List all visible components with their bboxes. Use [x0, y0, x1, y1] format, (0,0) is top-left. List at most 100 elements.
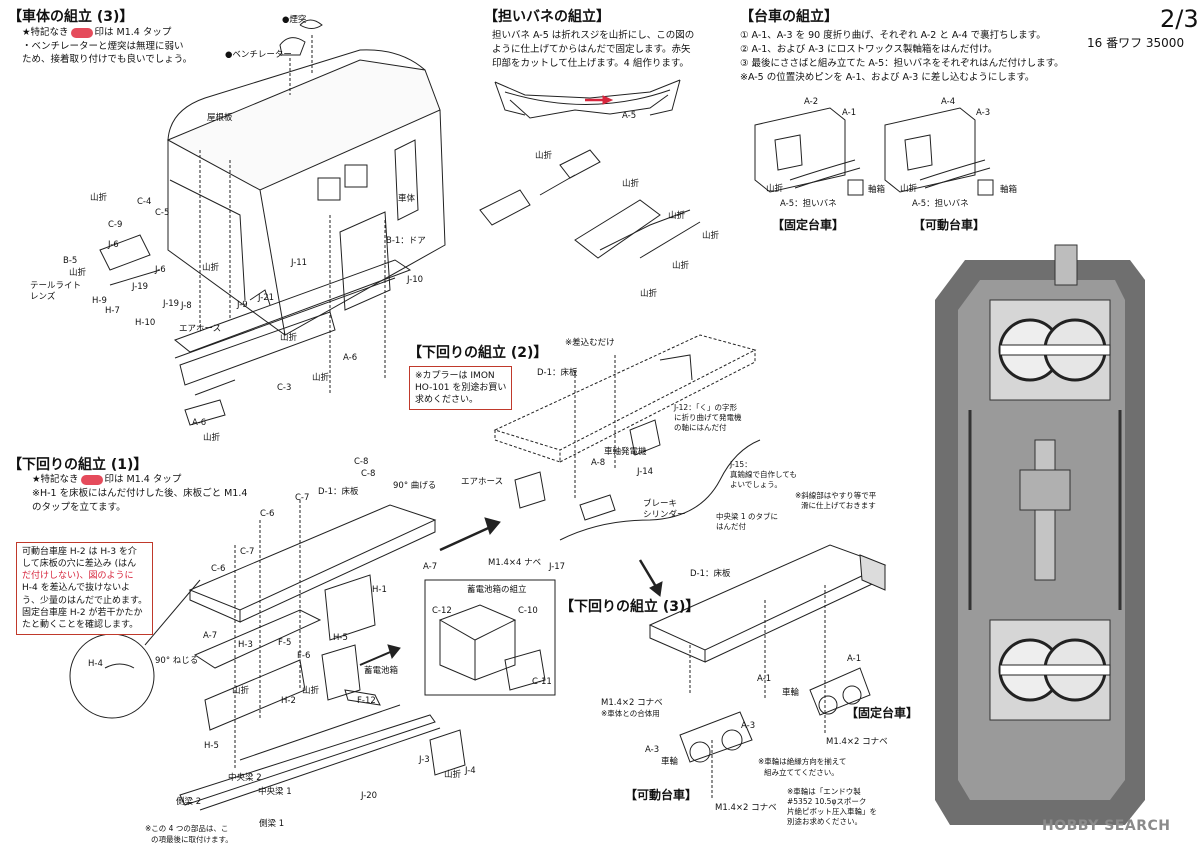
spring-note-2: ように仕上げてからはんだで固定します。赤矢	[492, 44, 691, 55]
label-yama-4: 山折	[280, 333, 298, 343]
label-j14: J-14	[637, 467, 654, 477]
label-j21: J-21	[258, 293, 275, 303]
label-j11: J-11	[291, 258, 308, 268]
label-axle-generator: 車軸発電機	[604, 447, 647, 457]
label-chimney: ●煙突	[282, 15, 307, 25]
label-uf1-yama-1: 山折	[232, 686, 250, 696]
label-j19-a: J-19	[132, 282, 149, 292]
bogie-step-1: ① A-1、A-3 を 90 度折り曲げ、それぞれ A-2 と A-4 で裏打ち…	[740, 30, 1046, 41]
label-center-tab-2: はんだ付	[716, 522, 746, 531]
label-c7-b: C-7	[240, 547, 255, 557]
battery-box-frame	[424, 579, 556, 696]
label-h3: H-3	[238, 640, 253, 650]
label-spring-yama-4: 山折	[702, 231, 720, 241]
label-j4: J-4	[465, 766, 476, 776]
label-c6-b: C-6	[211, 564, 226, 574]
label-c6-a: C-6	[260, 509, 275, 519]
label-j6-b: J-6	[155, 265, 166, 275]
body-assembly-note-1: ★特記なき印は M1.4 タップ	[22, 27, 172, 38]
label-air-hose: エアホース	[179, 324, 222, 334]
spring-assembly-title: 【担いバネの組立】	[484, 9, 610, 25]
label-bogie-yama-r: 山折	[900, 184, 918, 194]
label-j10: J-10	[407, 275, 424, 285]
label-wheel-b: 車輪	[661, 757, 679, 767]
page-number: 2/3	[1160, 5, 1199, 33]
uf1-footnote-2: の項最後に取付けます。	[151, 835, 233, 844]
label-c4: C-4	[137, 197, 152, 207]
label-twist-90: 90° ねじる	[155, 656, 199, 666]
label-hatch-2: 滑に仕上げておきます	[801, 501, 876, 510]
label-c8-b: C-8	[361, 469, 376, 479]
label-c7-a: C-7	[295, 493, 310, 503]
underside-photo	[930, 240, 1180, 825]
label-center-beam-2: 中央梁 2	[228, 773, 262, 783]
label-axlebox-r: 軸箱	[1000, 185, 1018, 195]
label-j3: J-3	[419, 755, 430, 765]
wheel-source-2: #5352 10.5φスポーク	[787, 797, 867, 806]
label-yama-2: 山折	[69, 268, 87, 278]
label-c5: C-5	[155, 208, 170, 218]
battery-box-title: 蓄電池箱の組立	[467, 585, 527, 595]
label-a6-b: A-6	[192, 418, 207, 428]
label-j6-a: J-6	[108, 240, 119, 250]
label-yama-3: 山折	[202, 263, 220, 273]
label-spring-yama-6: 山折	[640, 289, 658, 299]
label-uf3-a1-a: A-1	[847, 654, 862, 664]
label-side-beam-1: 側梁 1	[259, 819, 285, 829]
underframe1-note-2: ※H-1 を床板にはんだ付けした後、床板ごと M1.4	[32, 488, 248, 499]
label-screw-fixed: M1.4×2 コナベ	[826, 737, 888, 747]
label-c8-a: C-8	[354, 457, 369, 467]
model-name: 16 番ワフ 35000	[1087, 36, 1185, 50]
label-c12: C-12	[432, 606, 452, 616]
underframe3-title: 【下回りの組立 (3)】	[560, 599, 700, 615]
bogie-step-2: ② A-1、および A-3 にロストワックス製軸箱をはんだ付け。	[740, 44, 998, 55]
underframe2-title: 【下回りの組立 (2)】	[408, 345, 548, 361]
label-a7-b: A-7	[203, 631, 218, 641]
label-spring-yama-2: 山折	[622, 179, 640, 189]
label-a7-a: A-7	[423, 562, 438, 572]
label-lens: レンズ	[30, 292, 56, 302]
label-j15-3: よいでしょう。	[730, 480, 782, 489]
label-a5-right: A-5：担いバネ	[912, 199, 969, 209]
wheel-note-1: ※車輪は絶縁方向を揃えて	[758, 757, 847, 766]
label-c10: C-10	[518, 606, 538, 616]
movable-bogie-caption: 【可動台車】	[913, 218, 986, 232]
label-a5-left: A-5：担いバネ	[780, 199, 837, 209]
label-j8: J-8	[181, 301, 192, 311]
label-door: B-1：ドア	[386, 236, 426, 246]
label-hatch-1: ※斜線部はやすり等で平	[795, 491, 877, 500]
label-center-tab-1: 中央梁 1 のタブに	[716, 512, 779, 521]
label-a3: A-3	[976, 108, 991, 118]
label-c11: C-11	[532, 677, 552, 687]
uf3-fixed-bogie-caption: 【固定台車】	[846, 706, 919, 720]
label-a6-a: A-6	[343, 353, 358, 363]
bogie-step-4: ※A-5 の位置決めピンを A-1、および A-3 に差し込むようにします。	[740, 72, 1035, 83]
label-tail-light: テールライト	[30, 281, 82, 291]
label-f5: F-5	[278, 638, 292, 648]
wheel-note-2: 組み立ててください。	[764, 768, 839, 777]
spring-note-3: 印部をカットして仕上げます。4 組作ります。	[492, 58, 689, 69]
label-j15-1: J-15：	[730, 460, 752, 469]
label-b5: B-5	[63, 256, 78, 266]
label-a8: A-8	[591, 458, 606, 468]
label-a1: A-1	[842, 108, 857, 118]
wheel-source-3: 片絶ピボット圧入車輪」を	[787, 807, 877, 816]
label-a2: A-2	[804, 97, 819, 107]
label-h5-b: H-5	[204, 741, 219, 751]
body-assembly-title: 【車体の組立 (3)】	[8, 9, 134, 25]
bogie-seat-callout: 可動台車座 H-2 は H-3 を介 して床板の穴に差込み (はん だ付けしない…	[16, 542, 154, 635]
label-uf1-yama-3: 山折	[444, 770, 462, 780]
label-a4: A-4	[941, 97, 956, 107]
body-assembly-note-2: ・ベンチレーターと煙突は無理に弱い	[22, 41, 184, 52]
wheel-source-1: ※車輪は「エンドウ製	[787, 787, 861, 796]
underframe1-note-3: のタップを立てます。	[32, 502, 126, 513]
label-bogie-yama-l: 山折	[766, 184, 784, 194]
label-j12-2: に折り曲げて発電機	[674, 413, 742, 422]
label-bend-90: 90° 曲げる	[393, 481, 437, 491]
fixed-bogie-caption: 【固定台車】	[772, 218, 845, 232]
label-body: 車体	[398, 194, 416, 204]
body-assembly-note-3: ため、接着取り付けでも良いでしょう。	[22, 54, 193, 65]
label-spring-yama-3: 山折	[668, 211, 686, 221]
label-center-beam-1: 中央梁 1	[258, 787, 292, 797]
spring-drawing	[479, 79, 701, 259]
